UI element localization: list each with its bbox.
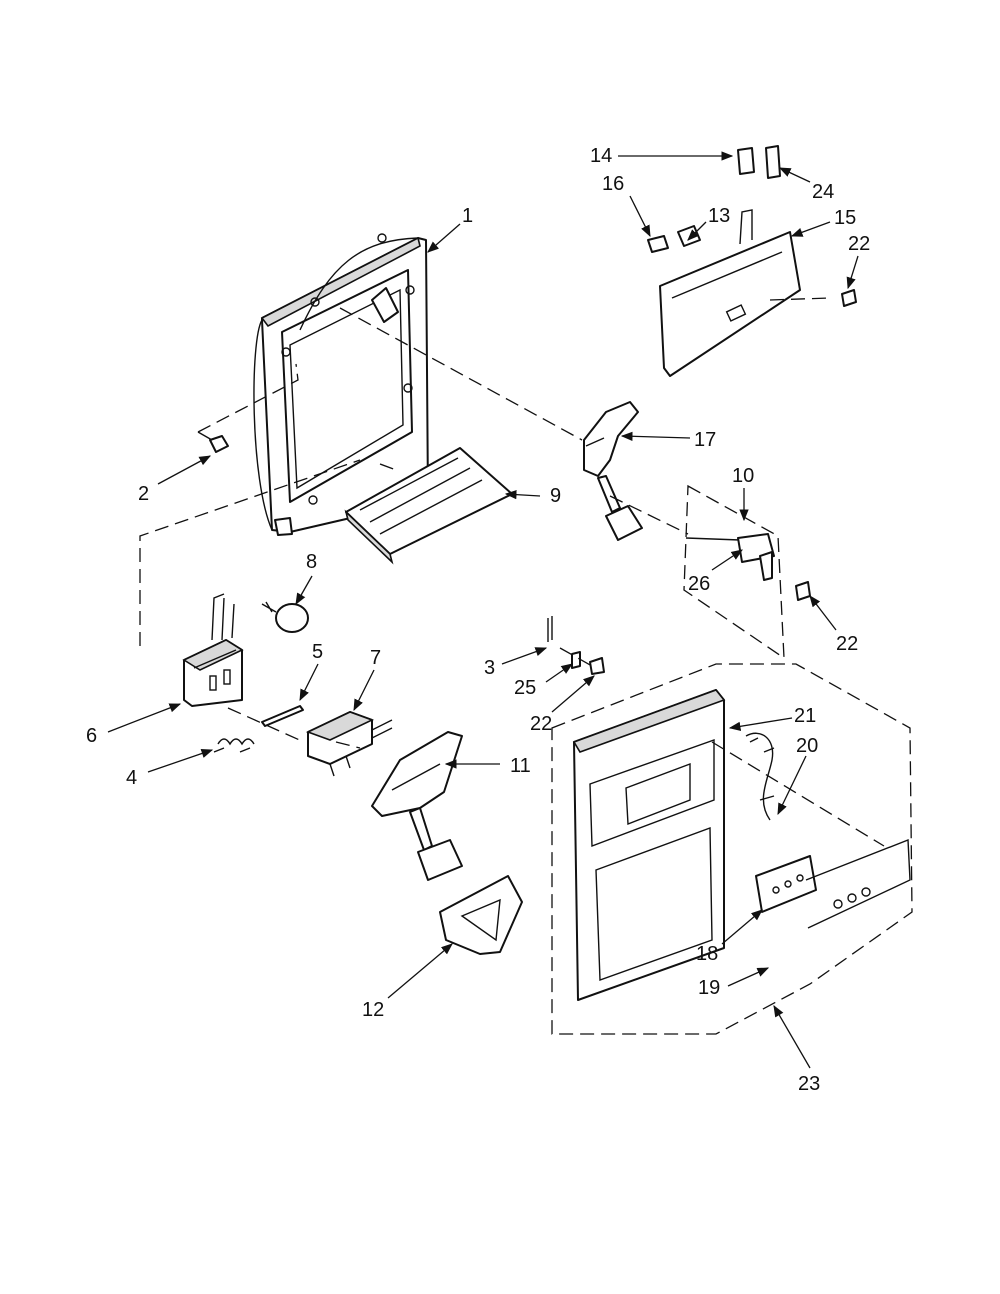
callout-19: 19: [698, 977, 720, 999]
part-24-plate: [765, 145, 781, 179]
callout-labels: 1 2 3 4 5 6 7 8 9 10 11 12 13 14 15 16 1…: [86, 145, 870, 1095]
callout-22-lower: 22: [530, 713, 552, 735]
callout-22-upper: 22: [848, 233, 870, 255]
assembly-lines: [139, 297, 885, 847]
callout-3: 3: [484, 657, 495, 679]
callout-23: 23: [798, 1073, 820, 1095]
part-6-door-assembly: [182, 593, 244, 707]
part-1-housing-frame: [253, 233, 429, 536]
callout-1: 1: [462, 205, 473, 227]
callout-20: 20: [796, 735, 818, 757]
part-17-water-lever: [583, 401, 643, 541]
callout-13: 13: [708, 205, 730, 227]
part-20-wire-harness: [745, 732, 775, 821]
part-22-screw-middle: [795, 581, 811, 601]
part-15-light-housing: [659, 209, 801, 377]
part-5-pin: [261, 705, 304, 727]
part-14-clip: [737, 147, 755, 175]
part-18-control-board: [755, 855, 817, 913]
part-10-switch-assembly: [683, 484, 785, 660]
callout-11: 11: [510, 755, 531, 777]
callout-2: 2: [138, 483, 149, 505]
callout-18: 18: [696, 943, 718, 965]
callout-17: 17: [694, 429, 716, 451]
callout-24: 24: [812, 181, 834, 203]
part-2-screw: [197, 431, 229, 453]
part-4-spring: [213, 738, 255, 753]
part-8-motor: [261, 601, 309, 633]
callout-21: 21: [794, 705, 816, 727]
callout-9: 9: [550, 485, 561, 507]
callout-22-middle: 22: [836, 633, 858, 655]
callout-7: 7: [370, 647, 381, 669]
callout-25: 25: [514, 677, 536, 699]
callout-16: 16: [602, 173, 624, 195]
callout-8: 8: [306, 551, 317, 573]
part-22-screw-right: [841, 289, 857, 307]
callout-15: 15: [834, 207, 856, 229]
callout-4: 4: [126, 767, 137, 789]
part-22-screw-lower: [589, 657, 605, 675]
part-25-clip: [571, 651, 581, 669]
part-16-bulb: [647, 235, 669, 253]
callout-10: 10: [732, 465, 754, 487]
leader-lines: [107, 151, 859, 1069]
callout-5: 5: [312, 641, 323, 663]
callout-6: 6: [86, 725, 97, 747]
callout-12: 12: [362, 999, 384, 1021]
part-12-ice-chute: [439, 875, 523, 955]
part-19-overlay: [805, 838, 911, 929]
part-13-socket: [677, 225, 701, 247]
part-7-solenoid: [305, 711, 393, 777]
part-11-ice-lever: [371, 731, 463, 881]
part-3-pin: [547, 616, 553, 642]
part-23-front-panel-assembly: [551, 663, 913, 1035]
part-21-front-panel: [572, 689, 726, 1001]
callout-14: 14: [590, 145, 612, 167]
callout-26: 26: [688, 573, 710, 595]
